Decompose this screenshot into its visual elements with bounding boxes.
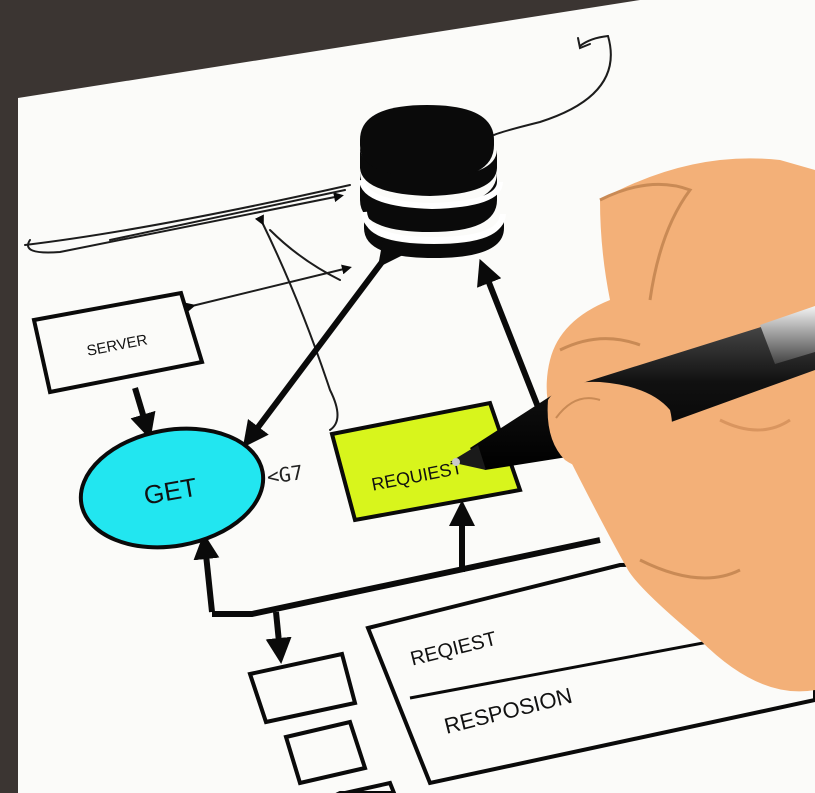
loop-arrow (493, 35, 612, 136)
stack-box-2 (283, 719, 368, 786)
request-db-arrow (477, 258, 543, 414)
bus-line (212, 537, 601, 617)
get-node: GET (78, 426, 266, 550)
database-icon (359, 105, 506, 258)
index-finger (547, 381, 672, 472)
hand-skin (546, 158, 815, 692)
stacked-boxes (247, 651, 397, 793)
pen-clip (760, 306, 815, 364)
get-db-arrow (242, 239, 404, 448)
server-node: SERVER (31, 290, 205, 395)
bus-get-arrow (193, 533, 220, 613)
stack-box-3 (335, 780, 397, 793)
thick-arrows (130, 239, 601, 664)
long-arrow-1 (27, 192, 344, 254)
request-node: REQUIEST (329, 400, 523, 523)
stack-box-1 (247, 651, 358, 725)
handwritten-note: <G7 (265, 460, 304, 489)
bus-box-arrow (265, 611, 292, 664)
hand-with-pen (450, 158, 815, 692)
server-get-arrow (130, 387, 156, 440)
